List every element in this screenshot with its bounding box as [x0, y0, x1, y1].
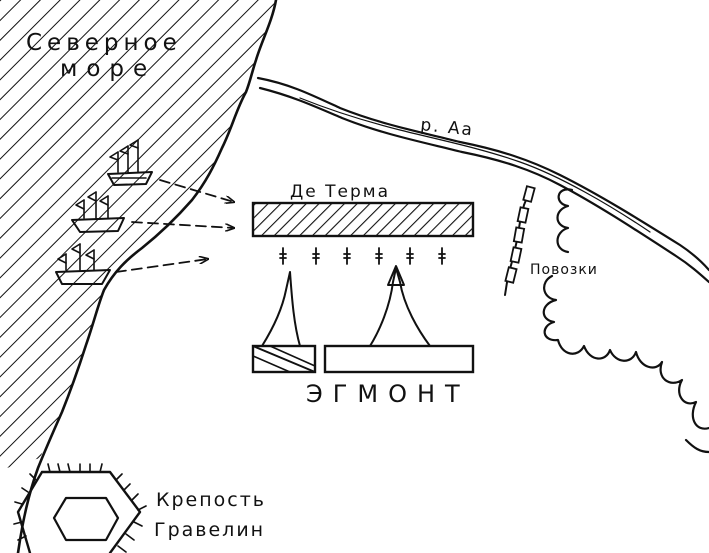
fortress-label-line1: Крепость: [156, 489, 266, 511]
coastline: [16, 0, 278, 553]
cavalry-marks: [279, 247, 446, 265]
wagons-label: Повозки: [530, 262, 598, 278]
river-aa: [256, 76, 709, 284]
de-termes-army: [251, 201, 475, 238]
egmont-army: [251, 344, 475, 374]
sea-area: [0, 0, 276, 470]
egmont-attack-arrows: [261, 265, 431, 347]
sea-label-line2: море: [60, 56, 156, 82]
de-termes-label: Де Терма: [290, 182, 390, 202]
fortress-label-line2: Гравелин: [154, 519, 265, 541]
ship-fire-arrows: [115, 179, 234, 273]
dunes-line: [542, 188, 709, 454]
fortress-gravelines: [13, 463, 147, 553]
sea-label-line1: Северное: [26, 30, 182, 56]
ship-3: [55, 243, 111, 285]
ship-1: [107, 139, 153, 186]
egmont-label: ЭГМОНТ: [306, 380, 470, 408]
egmont-infantry-block: [323, 344, 475, 374]
wagons-chain: [504, 185, 536, 296]
ship-2: [71, 191, 125, 233]
